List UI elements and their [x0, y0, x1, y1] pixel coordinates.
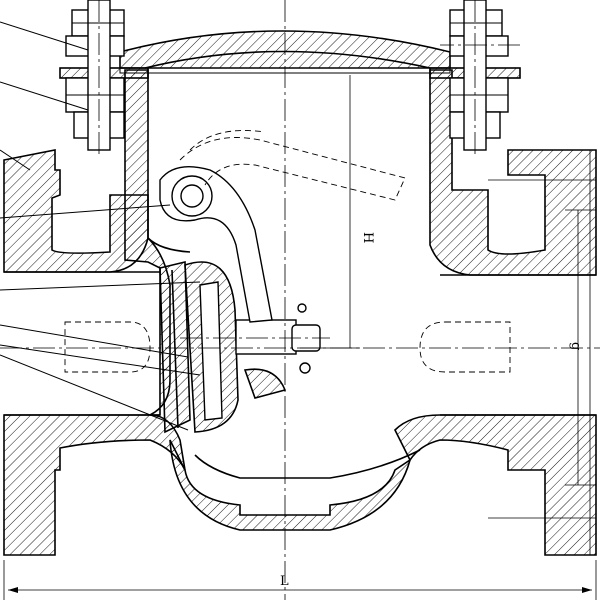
- hinge-arm: [159, 130, 406, 323]
- right-lower-flange: [394, 414, 597, 556]
- body-bottom: [169, 439, 412, 531]
- left-flange: [3, 69, 149, 273]
- left-lower-flange: [3, 414, 186, 556]
- right-flange: [429, 69, 597, 276]
- bolt-left: [65, 0, 125, 155]
- seat-ring: [159, 260, 191, 434]
- dimension-label-height: H: [360, 232, 375, 243]
- bore-lines: [4, 237, 596, 479]
- dimension-label-diameter: g: [568, 342, 583, 350]
- valve-body: [3, 69, 597, 556]
- leader-lines: [0, 21, 201, 431]
- dimension-lines: [3, 75, 597, 600]
- dimension-label-length: L: [280, 574, 289, 589]
- bolt-right: [449, 0, 509, 155]
